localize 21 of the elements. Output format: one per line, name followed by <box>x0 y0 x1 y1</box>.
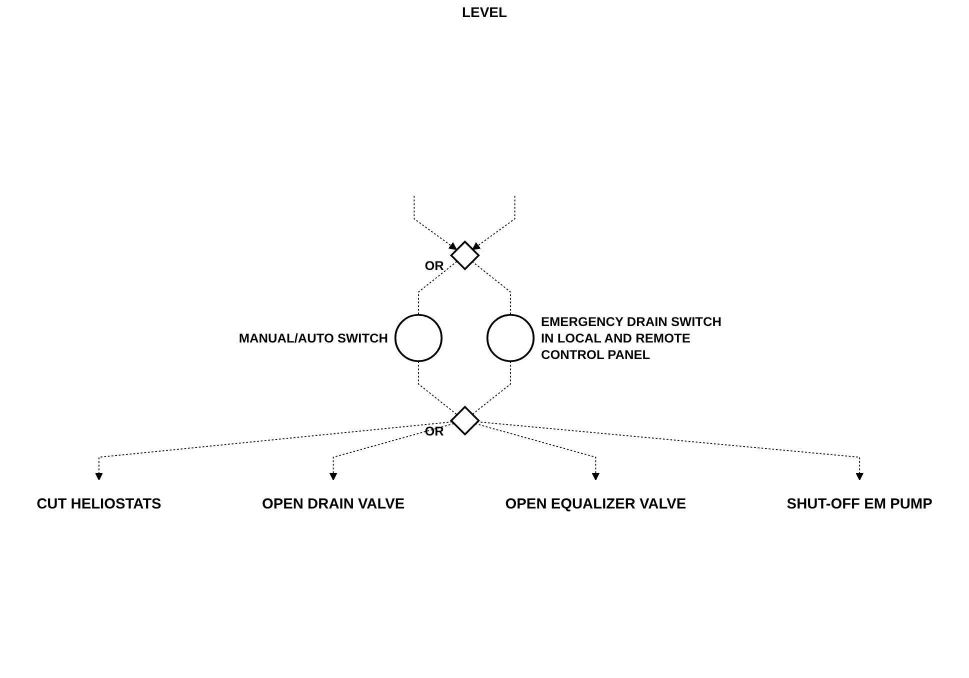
node-text: OPEN EQUALIZER VALVE <box>505 496 686 512</box>
connector <box>418 261 458 316</box>
arrow <box>414 195 457 250</box>
arrow <box>329 423 454 480</box>
note-text: LEVEL <box>462 4 508 20</box>
gate-label: OR <box>424 422 444 440</box>
arrow <box>472 195 516 250</box>
node-text: OPEN DRAIN VALVE <box>262 496 405 512</box>
node-diamond <box>450 240 480 270</box>
switch-label: EMERGENCY DRAIN SWITCH IN LOCAL AND REMOTE CONTROL PANEL <box>540 313 723 363</box>
node-circle <box>394 314 443 362</box>
node-circle <box>486 314 535 362</box>
connector <box>418 360 458 415</box>
switch-label: MANUAL/AUTO SWITCH <box>238 330 388 346</box>
node-text: CUT HELIOSTATS <box>36 496 162 512</box>
connector <box>472 360 511 415</box>
node-diamond <box>450 406 480 436</box>
arrow <box>94 421 452 480</box>
node-text: SHUT-OFF EM PUMP <box>786 496 932 512</box>
connector <box>472 261 511 316</box>
gate-label: OR <box>424 257 444 274</box>
